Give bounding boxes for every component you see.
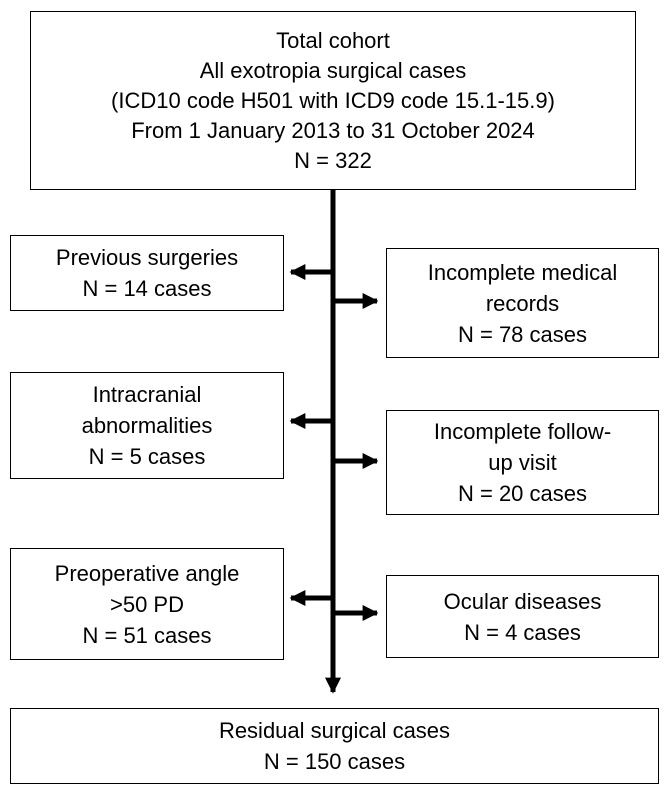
- exclusion-label: Incomplete follow-: [433, 419, 612, 444]
- exclusion-label: Ocular diseases: [443, 588, 602, 614]
- exclusion-previous-surgeries-box: Previous surgeries N = 14 cases: [10, 235, 284, 311]
- total-cohort-box: Total cohort All exotropia surgical case…: [30, 11, 636, 190]
- exclusion-ocular-diseases-box: Ocular diseases N = 4 cases: [386, 575, 659, 658]
- residual-cases-box: Residual surgical cases N = 150 cases: [10, 708, 659, 784]
- exclusion-count: N = 5 cases: [88, 444, 206, 469]
- residual-cases-title: Residual surgical cases: [218, 718, 451, 743]
- total-cohort-description: All exotropia surgical cases: [199, 57, 467, 83]
- exclusion-label: up visit: [488, 450, 557, 475]
- exclusion-count: N = 20 cases: [457, 481, 587, 506]
- exclusion-label: Previous surgeries: [55, 245, 239, 270]
- exclusion-count: N = 51 cases: [82, 622, 212, 648]
- total-cohort-count: N = 322: [294, 147, 372, 173]
- total-cohort-title: Total cohort: [276, 27, 390, 53]
- exclusion-label: >50 PD: [110, 591, 184, 617]
- exclusion-preoperative-angle-box: Preoperative angle >50 PD N = 51 cases: [10, 548, 284, 660]
- exclusion-label: Preoperative angle: [54, 560, 240, 586]
- exclusion-count: N = 78 cases: [457, 321, 587, 347]
- exclusion-count: N = 14 cases: [82, 276, 212, 301]
- total-cohort-codes: (ICD10 code H501 with ICD9 code 15.1-15.…: [111, 87, 555, 113]
- total-cohort-date-range: From 1 January 2013 to 31 October 2024: [131, 117, 535, 143]
- exclusion-incomplete-medical-records-box: Incomplete medical records N = 78 cases: [386, 248, 659, 358]
- exclusion-label: Incomplete medical: [427, 259, 618, 285]
- residual-cases-count: N = 150 cases: [263, 749, 406, 774]
- exclusion-incomplete-follow-up-box: Incomplete follow- up visit N = 20 cases: [386, 410, 659, 515]
- exclusion-label: abnormalities: [81, 413, 213, 438]
- exclusion-intracranial-abnormalities-box: Intracranial abnormalities N = 5 cases: [10, 372, 284, 479]
- exclusion-label: Intracranial: [92, 382, 202, 407]
- exclusion-count: N = 4 cases: [464, 619, 581, 645]
- exclusion-label: records: [485, 290, 560, 316]
